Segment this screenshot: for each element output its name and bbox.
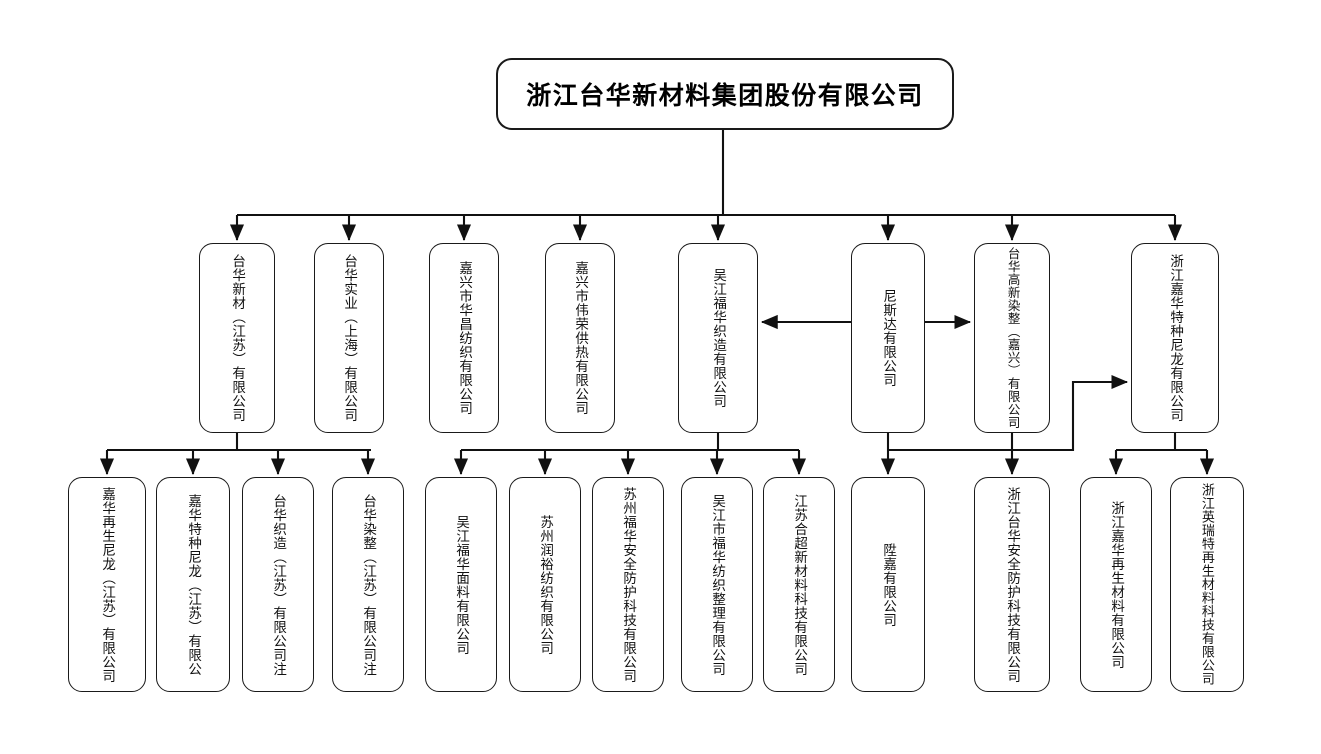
org-node-c1[interactable]: 嘉华再生尼龙（江苏）有限公司 bbox=[68, 477, 146, 692]
org-node-n1-label: 台华新材（江苏）有限公司 bbox=[230, 254, 246, 422]
org-node-c11-label: 浙江台华安全防护科技有限公司 bbox=[1005, 486, 1021, 683]
org-node-n5[interactable]: 吴江福华织造有限公司 bbox=[678, 243, 758, 433]
org-node-root-label: 浙江台华新材料集团股份有限公司 bbox=[526, 82, 924, 110]
org-node-n6-label: 尼斯达有限公司 bbox=[881, 289, 897, 387]
org-node-c10[interactable]: 陞嘉有限公司 bbox=[851, 477, 925, 692]
org-node-n5-label: 吴江福华织造有限公司 bbox=[711, 268, 727, 408]
org-node-n3[interactable]: 嘉兴市华昌纺织有限公司 bbox=[429, 243, 499, 433]
org-node-c13-label: 浙江英瑞特再生材料科技有限公司 bbox=[1199, 483, 1215, 686]
org-node-n8[interactable]: 浙江嘉华特种尼龙有限公司 bbox=[1131, 243, 1219, 433]
org-node-c13[interactable]: 浙江英瑞特再生材料科技有限公司 bbox=[1170, 477, 1244, 692]
org-node-n7[interactable]: 台华高新染整（嘉兴）有限公司 bbox=[974, 243, 1050, 433]
org-node-c3[interactable]: 台华织造（江苏）有限公司注 bbox=[242, 477, 314, 692]
org-node-c10-label: 陞嘉有限公司 bbox=[881, 542, 897, 627]
org-node-n2[interactable]: 台华实业（上海）有限公司 bbox=[314, 243, 384, 433]
org-node-c2[interactable]: 嘉华特种尼龙（江苏）有限公 bbox=[156, 477, 230, 692]
org-node-c5-label: 吴江福华面料有限公司 bbox=[454, 514, 470, 655]
org-node-c7[interactable]: 苏州福华安全防护科技有限公司 bbox=[592, 477, 664, 692]
org-node-c3-label: 台华织造（江苏）有限公司注 bbox=[271, 493, 287, 676]
org-node-c11[interactable]: 浙江台华安全防护科技有限公司 bbox=[974, 477, 1050, 692]
org-node-c5[interactable]: 吴江福华面料有限公司 bbox=[425, 477, 497, 692]
org-node-c7-label: 苏州福华安全防护科技有限公司 bbox=[621, 486, 637, 683]
org-node-n7-label: 台华高新染整（嘉兴）有限公司 bbox=[1005, 247, 1020, 429]
org-node-n4-label: 嘉兴市伟荣供热有限公司 bbox=[573, 261, 589, 415]
org-node-c1-label: 嘉华再生尼龙（江苏）有限公司 bbox=[100, 486, 116, 683]
org-node-c2-label: 嘉华特种尼龙（江苏）有限公 bbox=[186, 493, 202, 676]
org-node-c12-label: 浙江嘉华再生材料有限公司 bbox=[1109, 500, 1125, 669]
org-node-c6[interactable]: 苏州润裕纺织有限公司 bbox=[509, 477, 581, 692]
org-node-c9-label: 江苏合超新材料科技有限公司 bbox=[792, 493, 808, 676]
org-node-c4[interactable]: 台华染整（江苏）有限公司注 bbox=[332, 477, 404, 692]
org-node-c12[interactable]: 浙江嘉华再生材料有限公司 bbox=[1080, 477, 1152, 692]
org-node-n8-label: 浙江嘉华特种尼龙有限公司 bbox=[1168, 254, 1184, 422]
org-node-c6-label: 苏州润裕纺织有限公司 bbox=[538, 514, 554, 655]
org-node-n4[interactable]: 嘉兴市伟荣供热有限公司 bbox=[545, 243, 615, 433]
org-node-c4-label: 台华染整（江苏）有限公司注 bbox=[361, 493, 377, 676]
org-node-n1[interactable]: 台华新材（江苏）有限公司 bbox=[199, 243, 275, 433]
org-node-c8[interactable]: 吴江市福华纺织整理有限公司 bbox=[681, 477, 753, 692]
org-node-n6[interactable]: 尼斯达有限公司 bbox=[851, 243, 925, 433]
org-node-c9[interactable]: 江苏合超新材料科技有限公司 bbox=[763, 477, 835, 692]
org-node-n2-label: 台华实业（上海）有限公司 bbox=[342, 254, 358, 422]
org-node-c8-label: 吴江市福华纺织整理有限公司 bbox=[710, 493, 726, 676]
org-node-root[interactable]: 浙江台华新材料集团股份有限公司 bbox=[496, 58, 954, 130]
org-node-n3-label: 嘉兴市华昌纺织有限公司 bbox=[457, 261, 473, 415]
